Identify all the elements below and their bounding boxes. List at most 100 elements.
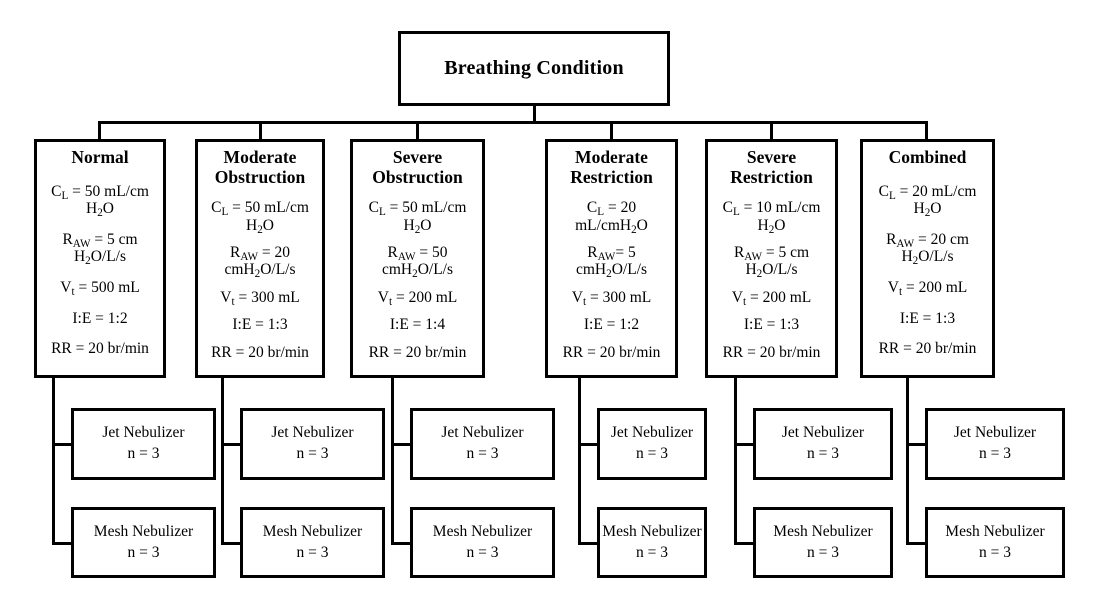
nebulizer-sample-size: n = 3: [296, 543, 329, 561]
condition-title: Moderate Restriction: [570, 147, 653, 187]
nebulizer-sample-size: n = 3: [466, 445, 499, 462]
condition-title: Severe Restriction: [730, 147, 813, 187]
condition-title: Moderate Obstruction: [214, 147, 306, 187]
nebulizer-box-jet-moderate-obstruction: Jet Nebulizer n = 3: [240, 408, 385, 480]
condition-parameter-line: Vt = 200 mL: [731, 288, 812, 308]
group-spine-connector-2: [221, 378, 224, 545]
nebulizer-label: Mesh Nebulizer: [262, 522, 363, 540]
condition-parameter-line: I:E = 1:2: [72, 309, 128, 327]
group-stub-jet-6: [906, 443, 928, 446]
condition-parameter-line: RR = 20 br/min: [878, 340, 977, 358]
condition-parameter-line: RR = 20 br/min: [51, 340, 149, 358]
nebulizer-box-mesh-severe-obstruction: Mesh Nebulizer n = 3: [410, 507, 555, 578]
bus-drop-connector-5: [770, 121, 773, 141]
condition-parameter-line: Vt = 300 mL: [571, 288, 652, 308]
condition-title: Combined: [888, 147, 967, 167]
root-node-label: Breathing Condition: [444, 57, 624, 79]
bus-drop-connector-3: [416, 121, 419, 141]
group-stub-jet-3: [391, 443, 413, 446]
condition-title: Severe Obstruction: [372, 147, 463, 187]
nebulizer-label: Mesh Nebulizer: [432, 522, 533, 540]
nebulizer-box-mesh-severe-restriction: Mesh Nebulizer n = 3: [753, 507, 893, 578]
bus-drop-connector-2: [259, 121, 262, 141]
bus-drop-connector-6: [925, 121, 928, 141]
group-stub-jet-1: [52, 443, 74, 446]
group-stub-mesh-3: [391, 542, 413, 545]
nebulizer-box-jet-combined: Jet Nebulizer n = 3: [925, 408, 1065, 480]
nebulizer-label: Jet Nebulizer: [610, 424, 694, 442]
nebulizer-label: Mesh Nebulizer: [93, 522, 194, 540]
group-spine-connector-3: [391, 378, 394, 545]
nebulizer-sample-size: n = 3: [807, 445, 839, 462]
nebulizer-label: Jet Nebulizer: [271, 424, 354, 442]
condition-parameter-line: RR = 20 br/min: [211, 343, 309, 361]
condition-parameter-line: I:E = 1:4: [389, 316, 446, 334]
nebulizer-sample-size: n = 3: [979, 543, 1011, 561]
group-stub-mesh-2: [221, 542, 243, 545]
nebulizer-label: Jet Nebulizer: [781, 424, 865, 442]
nebulizer-label: Mesh Nebulizer: [773, 522, 873, 540]
nebulizer-label: Jet Nebulizer: [953, 424, 1037, 442]
nebulizer-sample-size: n = 3: [636, 445, 668, 462]
nebulizer-box-mesh-moderate-obstruction: Mesh Nebulizer n = 3: [240, 507, 385, 578]
nebulizer-box-jet-moderate-restriction: Jet Nebulizer n = 3: [597, 408, 707, 480]
nebulizer-box-mesh-combined: Mesh Nebulizer n = 3: [925, 507, 1065, 578]
nebulizer-box-mesh-moderate-restriction: Mesh Nebulizer n = 3: [597, 507, 707, 578]
nebulizer-sample-size: n = 3: [636, 543, 668, 561]
group-stub-mesh-1: [52, 542, 74, 545]
nebulizer-sample-size: n = 3: [466, 543, 499, 561]
root-node-breathing-condition: Breathing Condition: [398, 31, 670, 106]
group-stub-jet-4: [578, 443, 600, 446]
group-stub-jet-5: [734, 443, 756, 446]
group-stub-mesh-4: [578, 542, 600, 545]
condition-parameter-line: RR = 20 br/min: [562, 343, 661, 361]
nebulizer-box-jet-severe-restriction: Jet Nebulizer n = 3: [753, 408, 893, 480]
condition-parameter-line: RR = 20 br/min: [368, 343, 467, 361]
condition-parameter-line: Vt = 500 mL: [60, 278, 140, 299]
condition-bus-connector: [98, 121, 925, 124]
condition-parameter-line: I:E = 1:3: [232, 316, 288, 334]
nebulizer-sample-size: n = 3: [807, 543, 839, 561]
nebulizer-box-jet-severe-obstruction: Jet Nebulizer n = 3: [410, 408, 555, 480]
bus-drop-connector-4: [610, 121, 613, 141]
condition-parameter-line: I:E = 1:3: [899, 309, 956, 327]
condition-title: Normal: [71, 147, 129, 167]
condition-parameter-line: Vt = 300 mL: [220, 288, 300, 308]
nebulizer-label: Jet Nebulizer: [441, 424, 524, 442]
condition-parameter-line: RR = 20 br/min: [722, 343, 821, 361]
group-spine-connector-6: [906, 378, 909, 545]
nebulizer-sample-size: n = 3: [127, 543, 160, 561]
condition-parameter-line: I:E = 1:2: [583, 316, 640, 334]
group-spine-connector-1: [52, 378, 55, 545]
nebulizer-sample-size: n = 3: [296, 445, 329, 462]
nebulizer-box-mesh-normal: Mesh Nebulizer n = 3: [71, 507, 216, 578]
root-drop-connector: [533, 106, 536, 123]
nebulizer-sample-size: n = 3: [127, 445, 160, 462]
nebulizer-sample-size: n = 3: [979, 445, 1011, 462]
bus-drop-connector-1: [98, 121, 101, 141]
group-spine-connector-5: [734, 378, 737, 545]
nebulizer-label: Mesh Nebulizer: [945, 522, 1045, 540]
group-stub-jet-2: [221, 443, 243, 446]
nebulizer-label: Jet Nebulizer: [102, 424, 185, 442]
group-stub-mesh-5: [734, 542, 756, 545]
